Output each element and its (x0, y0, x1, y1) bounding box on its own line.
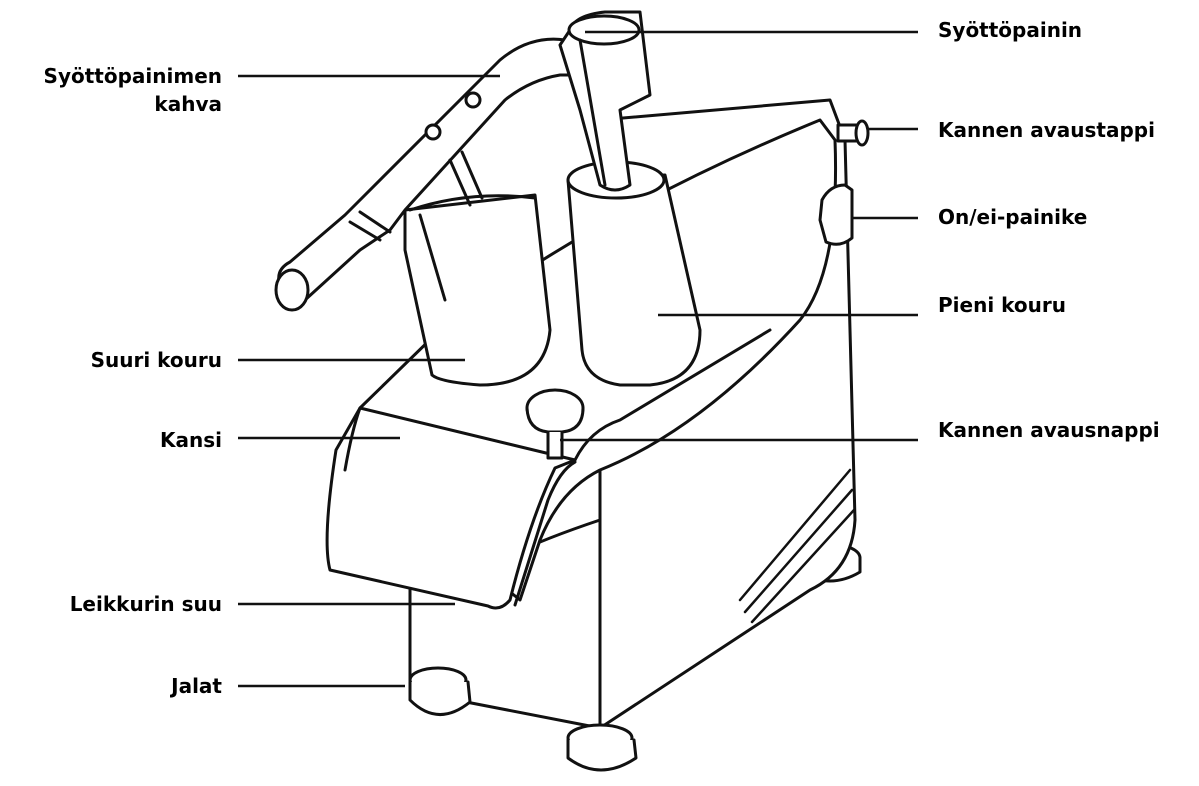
label-cutter-mouth: Leikkurin suu (69, 592, 222, 616)
on-off-button (818, 183, 854, 246)
large-chute (403, 193, 552, 387)
label-on-off-button: On/ei-painike (938, 205, 1088, 229)
pusher (558, 10, 652, 192)
label-large-chute: Suuri kouru (90, 348, 222, 372)
label-pusher: Syöttöpainin (938, 18, 1083, 42)
label-feet: Jalat (171, 674, 222, 698)
lid-release-knob (525, 388, 585, 460)
label-lid: Kansi (160, 428, 222, 452)
front-left-foot (408, 666, 472, 716)
label-small-chute: Pieni kouru (938, 293, 1066, 317)
label-lid-release-knob: Kannen avausnappi (938, 418, 1160, 442)
lid-block (325, 406, 577, 610)
front-right-foot (566, 723, 638, 772)
label-feed-handle-line2: kahva (154, 92, 222, 116)
label-lid-release-pin: Kannen avaustappi (938, 118, 1155, 142)
vent-slits (738, 468, 856, 624)
lid-release-pin (836, 119, 870, 147)
label-feed-handle-line1: Syöttöpainimen (43, 64, 222, 88)
